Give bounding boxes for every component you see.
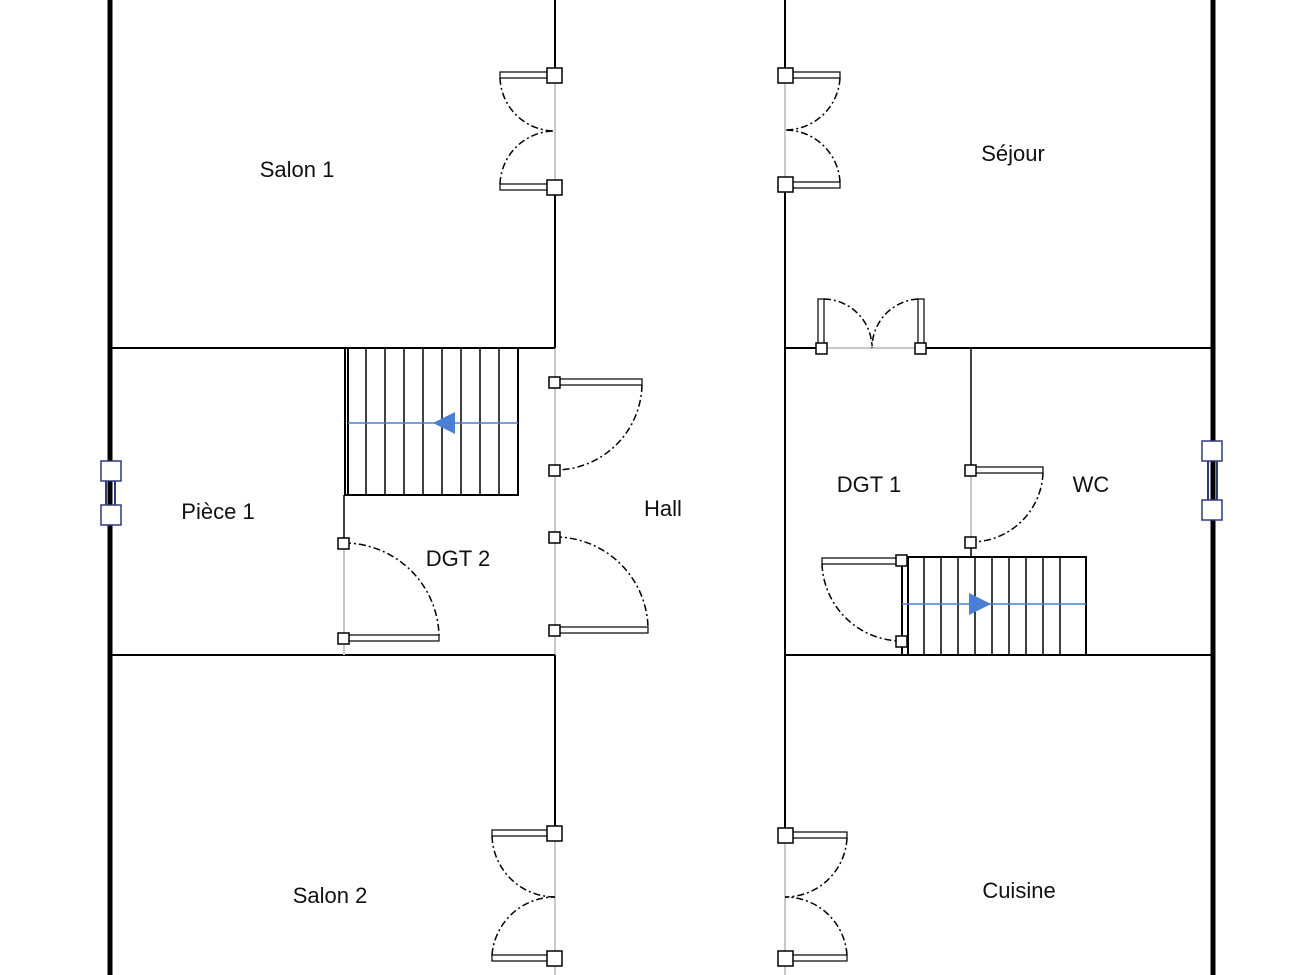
- double-door-sejour: [777, 67, 841, 193]
- interior-walls: [110, 0, 1213, 975]
- room-label-piece-1: Pièce 1: [181, 499, 254, 524]
- door-hall-upper: [548, 376, 643, 477]
- double-door-cuisine: [777, 827, 848, 967]
- room-labels: Salon 1 Séjour Pièce 1 DGT 2 Hall DGT 1 …: [181, 141, 1109, 908]
- double-door-dgt-1: [815, 298, 927, 355]
- staircase-left: [344, 347, 519, 496]
- door-hall-lower: [548, 531, 649, 637]
- double-door-salon-2: [491, 825, 563, 967]
- double-door-salon-1: [499, 67, 563, 196]
- window-left: [100, 460, 122, 526]
- window-right: [1201, 440, 1223, 521]
- room-label-salon-2: Salon 2: [293, 883, 368, 908]
- room-label-hall: Hall: [644, 496, 682, 521]
- exterior-walls: [107, 0, 1216, 975]
- room-label-dgt-1: DGT 1: [837, 472, 901, 497]
- door-piece-1: [337, 537, 440, 645]
- room-label-salon-1: Salon 1: [260, 157, 335, 182]
- staircase-right: [901, 556, 1087, 656]
- door-dgt-1-stairs: [821, 554, 908, 648]
- stair-arrow-left-icon: [433, 412, 455, 434]
- room-label-cuisine: Cuisine: [982, 878, 1055, 903]
- door-wc: [964, 464, 1044, 549]
- room-label-wc: WC: [1073, 472, 1110, 497]
- room-label-dgt-2: DGT 2: [426, 546, 490, 571]
- stair-arrow-right-icon: [969, 593, 991, 615]
- room-label-sejour: Séjour: [981, 141, 1045, 166]
